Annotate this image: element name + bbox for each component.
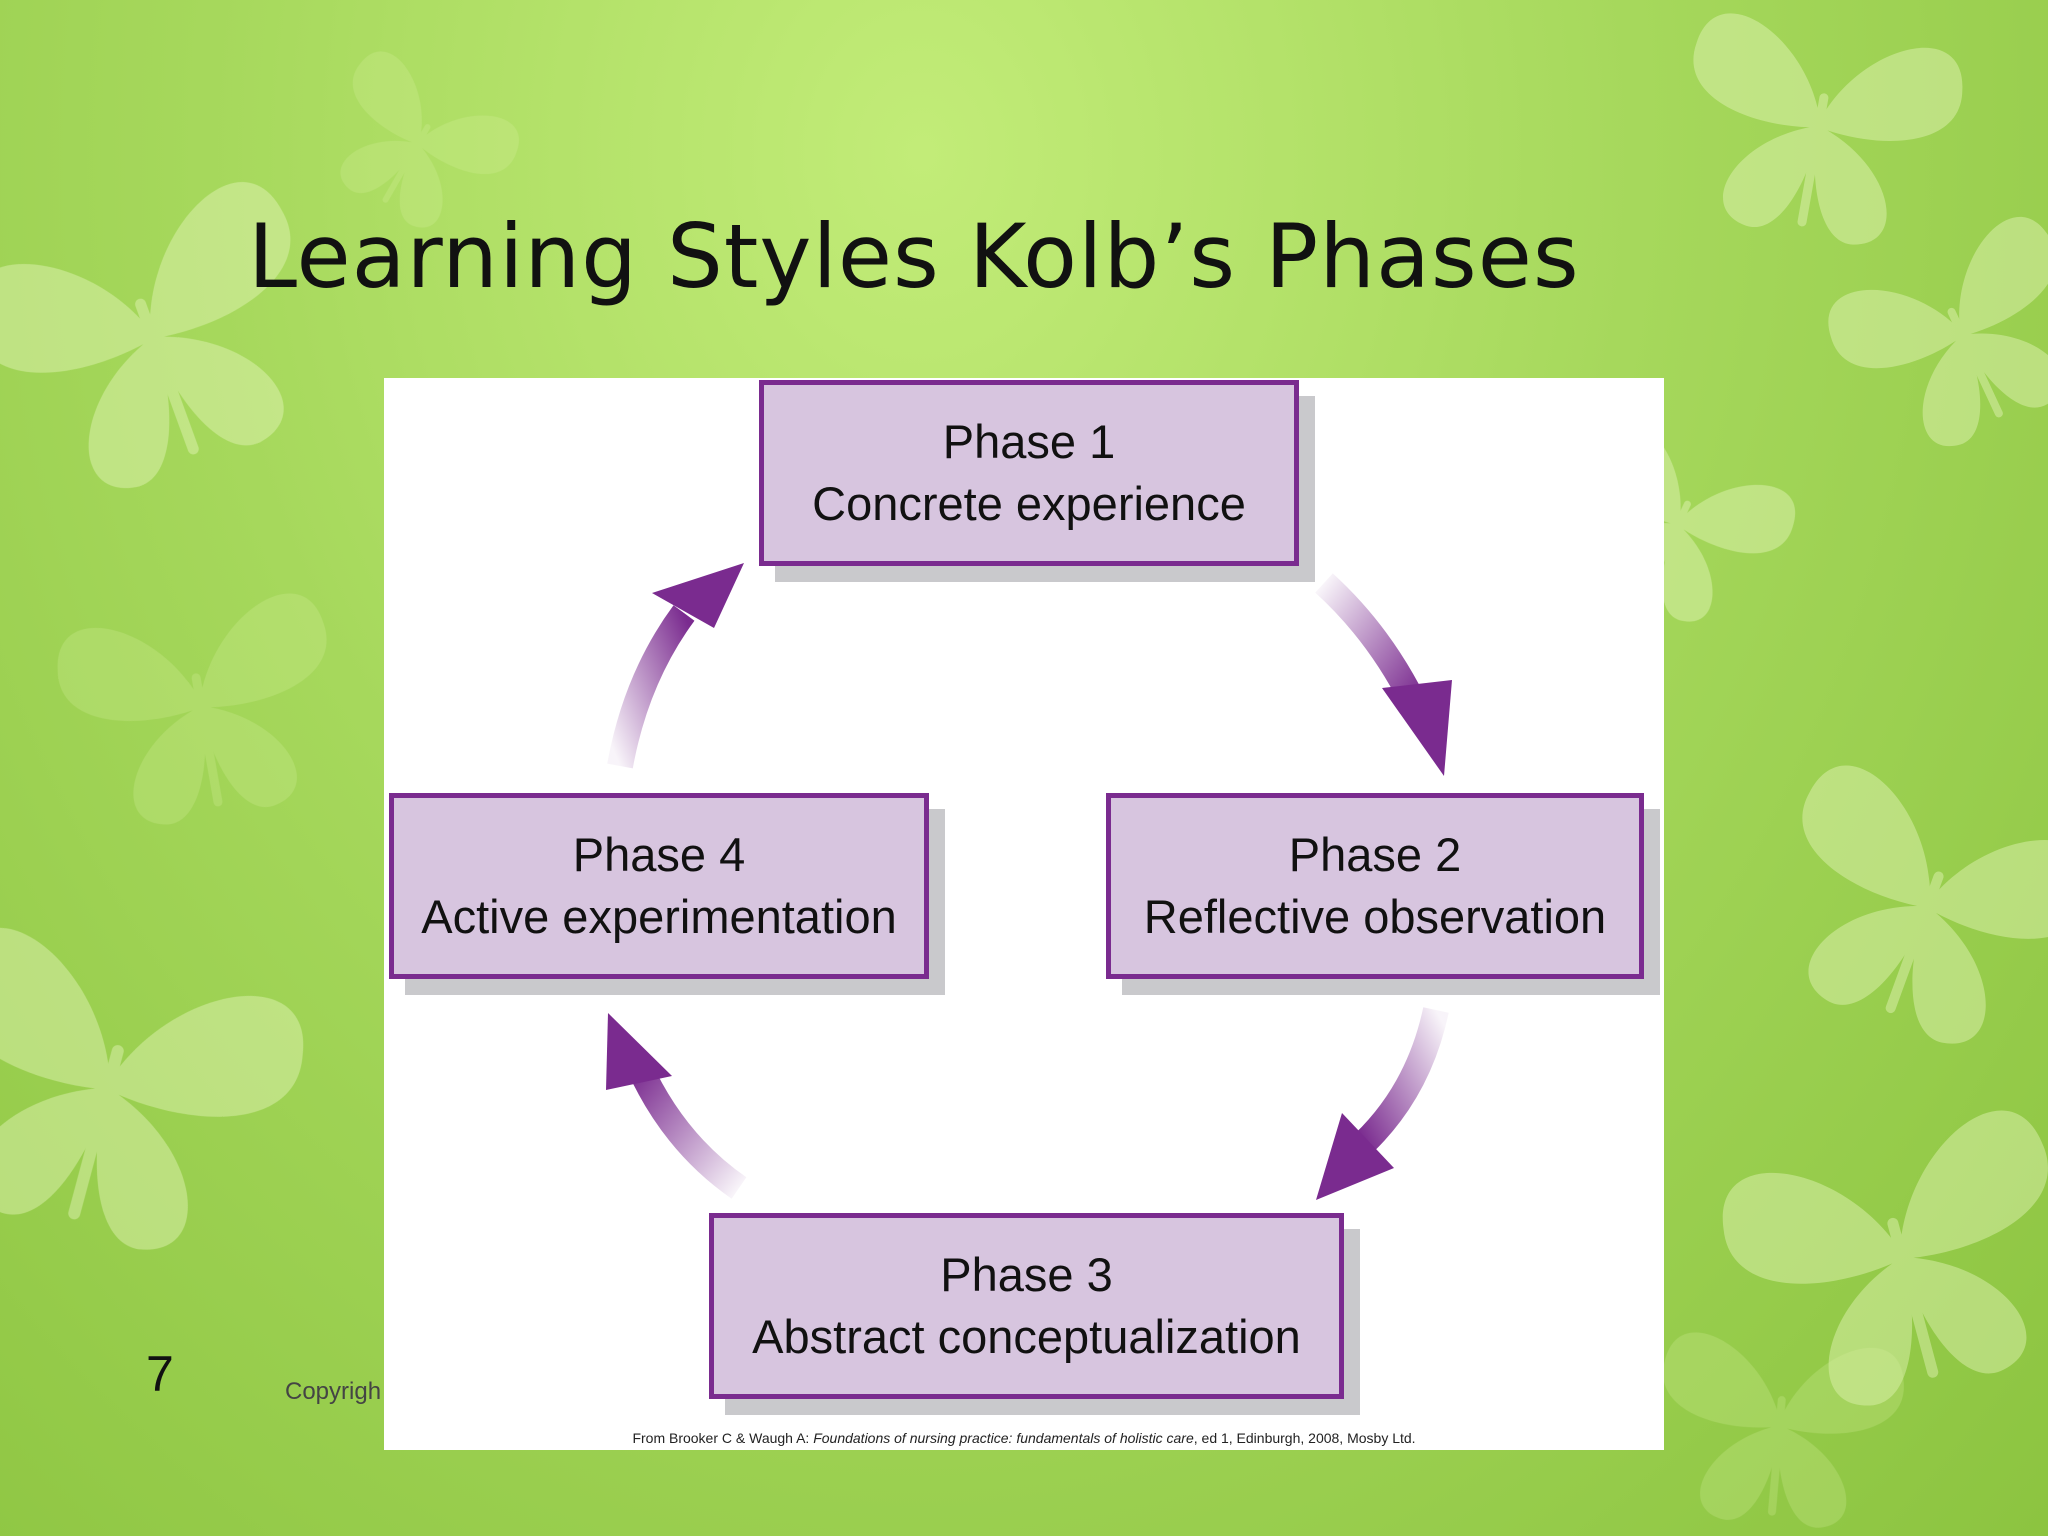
phase-4-label: Active experimentation <box>421 890 897 943</box>
phase-2-label: Reflective observation <box>1143 890 1607 943</box>
phase-3-label: Abstract conceptualization <box>752 1310 1301 1363</box>
arrow-phase3-to-phase4 <box>606 1013 747 1199</box>
arrow-phase4-to-phase1 <box>607 563 744 769</box>
phase-3-box: Phase 3 Abstract conceptualization <box>709 1213 1344 1399</box>
copyright-text: Copyrigh <box>285 1378 382 1405</box>
phase-3-title: Phase 3 <box>940 1247 1113 1301</box>
cycle-arrows <box>606 563 1452 1200</box>
phase-1-title: Phase 1 <box>942 414 1116 468</box>
slide-number: 7 <box>146 1346 174 1402</box>
phase-2-title: Phase 2 <box>1288 827 1462 881</box>
kolb-cycle-diagram: Phase 1 Concrete experience Phase 2 Refl… <box>384 378 1664 1450</box>
arrow-phase1-to-phase2 <box>1315 573 1452 776</box>
phase-4-title: Phase 4 <box>572 827 746 881</box>
phase-1-box: Phase 1 Concrete experience <box>759 380 1299 566</box>
phase-1-label: Concrete experience <box>812 477 1246 530</box>
source-work: Foundations of nursing practice: fundame… <box>813 1430 1194 1446</box>
source-prefix: From Brooker C & Waugh A: <box>632 1430 814 1446</box>
slide-title: Learning Styles Kolb’s Phases <box>248 205 1580 308</box>
source-suffix: , ed 1, Edinburgh, 2008, Mosby Ltd. <box>1193 1430 1416 1446</box>
arrow-phase2-to-phase3 <box>1316 1007 1449 1200</box>
phase-2-box: Phase 2 Reflective observation <box>1106 793 1644 979</box>
source-citation: From Brooker C & Waugh A: Foundations of… <box>384 1430 1664 1446</box>
phase-4-box: Phase 4 Active experimentation <box>389 793 929 979</box>
